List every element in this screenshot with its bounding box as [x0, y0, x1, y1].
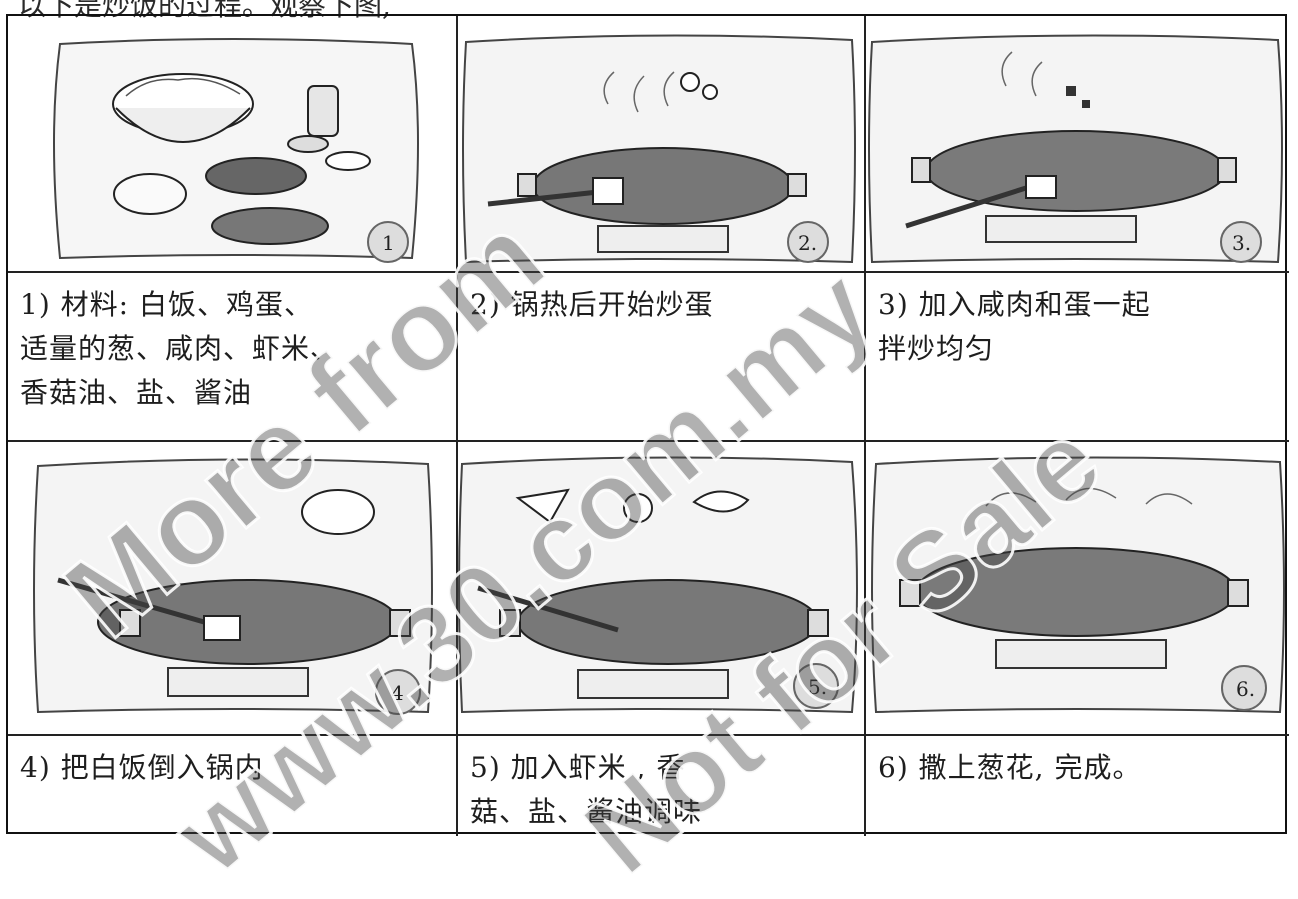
- divider: [864, 16, 866, 836]
- step-4-caption: 4) 把白饭倒入锅内: [20, 751, 264, 784]
- divider: [456, 16, 458, 836]
- ingredients-illustration: 1: [53, 38, 419, 263]
- step-5-caption: 5) 加入虾米 , 香 菇、盐、酱油调味: [470, 751, 703, 828]
- step-number: 6.: [1236, 677, 1255, 701]
- step-2-caption: 2) 锅热后开始炒蛋: [470, 288, 714, 321]
- step-number: 4: [391, 681, 404, 705]
- step-1-illustration: 1: [8, 16, 456, 271]
- finished-fried-rice-illustration: 6.: [871, 456, 1285, 714]
- step-4-illustration: 4: [8, 442, 456, 734]
- step-5-illustration: 5.: [458, 442, 864, 734]
- step-number: 3.: [1232, 231, 1251, 255]
- step-6-illustration: 6.: [866, 442, 1289, 734]
- step-number: 2.: [798, 231, 817, 255]
- wok-frying-egg-illustration: 2.: [462, 34, 856, 264]
- divider: [8, 440, 1289, 442]
- wok-adding-rice-illustration: 4: [33, 458, 433, 715]
- wok-seasoning-illustration: 5.: [458, 456, 858, 714]
- divider: [8, 271, 1289, 273]
- recipe-steps-grid: 1 2.: [6, 14, 1289, 836]
- divider: [8, 734, 1289, 736]
- step-2-illustration: 2.: [458, 16, 864, 271]
- step-6-caption: 6) 撒上葱花, 完成。: [878, 751, 1142, 784]
- header-instruction: 以下是炒饭的过程。观察下图,: [18, 0, 391, 22]
- step-3-illustration: 3.: [866, 16, 1289, 271]
- wok-adding-meat-illustration: 3.: [868, 34, 1283, 264]
- step-number: 1: [382, 231, 395, 255]
- step-3-caption: 3) 加入咸肉和蛋一起 拌炒均匀: [878, 288, 1151, 365]
- step-1-caption: 1) 材料: 白饭、鸡蛋、 适量的葱、咸肉、虾米、 香菇油、盐、酱油: [20, 288, 340, 409]
- step-number: 5.: [808, 675, 827, 699]
